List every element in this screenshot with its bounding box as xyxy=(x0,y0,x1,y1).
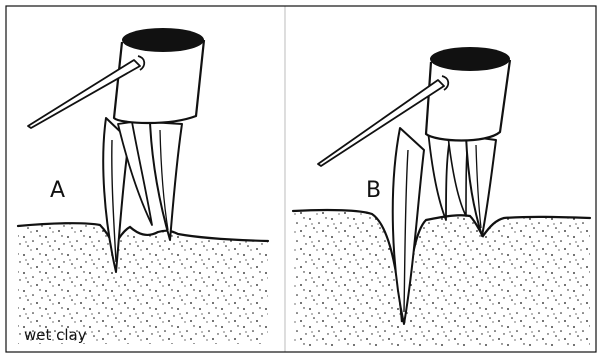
dewclaw-spur-b xyxy=(318,80,444,166)
rear-toe-a xyxy=(150,122,182,240)
leg-cylinder-b xyxy=(426,60,510,141)
leg-cut-section-b xyxy=(430,47,510,71)
clay-body-b xyxy=(293,210,590,348)
leg-cylinder-a xyxy=(114,40,204,123)
middle-toe-b xyxy=(428,130,450,220)
leg-cut-section-a xyxy=(122,28,204,52)
middle-toe-b2 xyxy=(448,136,468,216)
panel-label-b: B xyxy=(366,178,381,203)
panel-b: B xyxy=(293,47,590,348)
panel-a: A xyxy=(18,28,268,344)
panel-label-a: A xyxy=(50,178,65,203)
clay-label: wet clay xyxy=(24,326,87,344)
